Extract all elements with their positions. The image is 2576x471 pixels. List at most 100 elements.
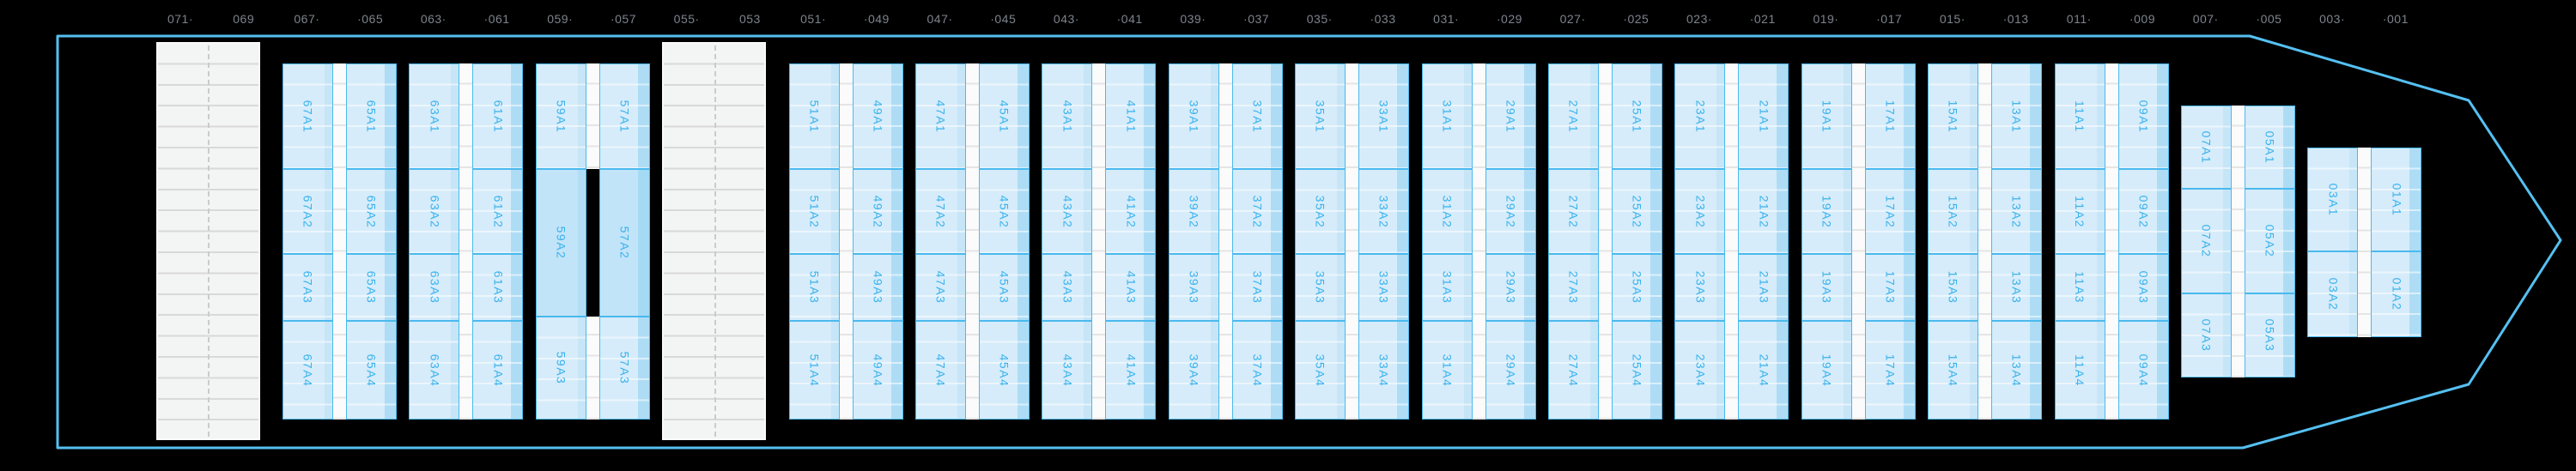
cell-51a3[interactable]: 51A3: [788, 254, 840, 321]
cell-07a2[interactable]: 07A2: [2181, 189, 2232, 293]
cell-21a4[interactable]: 21A4: [1738, 321, 1789, 420]
cell-41a4[interactable]: 41A4: [1105, 321, 1157, 420]
cell-37a4[interactable]: 37A4: [1231, 321, 1283, 420]
cell-31a1[interactable]: 31A1: [1421, 63, 1473, 169]
cell-19a3[interactable]: 19A3: [1801, 254, 1852, 321]
cell-51a2[interactable]: 51A2: [788, 169, 840, 254]
cell-17a4[interactable]: 17A4: [1864, 321, 1916, 420]
cell-63a2[interactable]: 63A2: [409, 169, 460, 254]
cell-11a1[interactable]: 11A1: [2054, 63, 2105, 169]
cell-47a1[interactable]: 47A1: [915, 63, 966, 169]
cell-31a3[interactable]: 31A3: [1421, 254, 1473, 321]
cell-33a4[interactable]: 33A4: [1358, 321, 1410, 420]
cell-09a4[interactable]: 09A4: [2117, 321, 2169, 420]
cell-35a2[interactable]: 35A2: [1295, 169, 1346, 254]
cell-29a2[interactable]: 29A2: [1485, 169, 1536, 254]
cell-01a2[interactable]: 01A2: [2371, 251, 2422, 337]
cell-15a4[interactable]: 15A4: [1928, 321, 1979, 420]
cell-17a1[interactable]: 17A1: [1864, 63, 1916, 169]
cell-39a4[interactable]: 39A4: [1168, 321, 1219, 420]
cell-19a2[interactable]: 19A2: [1801, 169, 1852, 254]
cell-65a3[interactable]: 65A3: [346, 254, 397, 321]
cell-27a2[interactable]: 27A2: [1548, 169, 1599, 254]
cell-45a1[interactable]: 45A1: [979, 63, 1030, 169]
cell-33a2[interactable]: 33A2: [1358, 169, 1410, 254]
cell-39a3[interactable]: 39A3: [1168, 254, 1219, 321]
cell-59a3[interactable]: 59A3: [535, 317, 586, 420]
cell-43a2[interactable]: 43A2: [1042, 169, 1093, 254]
cell-51a4[interactable]: 51A4: [788, 321, 840, 420]
cell-33a1[interactable]: 33A1: [1358, 63, 1410, 169]
cell-11a4[interactable]: 11A4: [2054, 321, 2105, 420]
cell-37a1[interactable]: 37A1: [1231, 63, 1283, 169]
cell-13a4[interactable]: 13A4: [1991, 321, 2043, 420]
cell-47a4[interactable]: 47A4: [915, 321, 966, 420]
cell-31a4[interactable]: 31A4: [1421, 321, 1473, 420]
cell-25a2[interactable]: 25A2: [1612, 169, 1662, 254]
cell-27a4[interactable]: 27A4: [1548, 321, 1599, 420]
cell-23a1[interactable]: 23A1: [1674, 63, 1726, 169]
cell-29a1[interactable]: 29A1: [1485, 63, 1536, 169]
cell-65a1[interactable]: 65A1: [346, 63, 397, 169]
cell-23a3[interactable]: 23A3: [1674, 254, 1726, 321]
cell-25a3[interactable]: 25A3: [1612, 254, 1662, 321]
cell-61a2[interactable]: 61A2: [472, 169, 524, 254]
cell-41a3[interactable]: 41A3: [1105, 254, 1157, 321]
cell-03a1[interactable]: 03A1: [2307, 148, 2359, 251]
cell-39a2[interactable]: 39A2: [1168, 169, 1219, 254]
cell-23a4[interactable]: 23A4: [1674, 321, 1726, 420]
cell-39a1[interactable]: 39A1: [1168, 63, 1219, 169]
cell-45a3[interactable]: 45A3: [979, 254, 1030, 321]
cell-25a1[interactable]: 25A1: [1612, 63, 1662, 169]
cell-49a3[interactable]: 49A3: [852, 254, 903, 321]
cell-41a2[interactable]: 41A2: [1105, 169, 1157, 254]
cell-21a2[interactable]: 21A2: [1738, 169, 1789, 254]
cell-63a4[interactable]: 63A4: [409, 321, 460, 420]
cell-61a1[interactable]: 61A1: [472, 63, 524, 169]
cell-15a1[interactable]: 15A1: [1928, 63, 1979, 169]
cell-13a1[interactable]: 13A1: [1991, 63, 2043, 169]
cell-19a4[interactable]: 19A4: [1801, 321, 1852, 420]
cell-57a3[interactable]: 57A3: [598, 317, 650, 420]
cell-07a3[interactable]: 07A3: [2181, 293, 2232, 377]
cell-11a3[interactable]: 11A3: [2054, 254, 2105, 321]
cell-37a2[interactable]: 37A2: [1231, 169, 1283, 254]
cell-67a4[interactable]: 67A4: [283, 321, 333, 420]
cell-27a3[interactable]: 27A3: [1548, 254, 1599, 321]
cell-11a2[interactable]: 11A2: [2054, 169, 2105, 254]
cell-57a2[interactable]: 57A2: [598, 169, 650, 317]
cell-49a1[interactable]: 49A1: [852, 63, 903, 169]
cell-43a4[interactable]: 43A4: [1042, 321, 1093, 420]
cell-35a1[interactable]: 35A1: [1295, 63, 1346, 169]
cell-17a3[interactable]: 17A3: [1864, 254, 1916, 321]
cell-67a1[interactable]: 67A1: [283, 63, 333, 169]
cell-67a3[interactable]: 67A3: [283, 254, 333, 321]
cell-49a2[interactable]: 49A2: [852, 169, 903, 254]
cell-61a4[interactable]: 61A4: [472, 321, 524, 420]
cell-45a4[interactable]: 45A4: [979, 321, 1030, 420]
cell-61a3[interactable]: 61A3: [472, 254, 524, 321]
cell-41a1[interactable]: 41A1: [1105, 63, 1157, 169]
cell-27a1[interactable]: 27A1: [1548, 63, 1599, 169]
cell-19a1[interactable]: 19A1: [1801, 63, 1852, 169]
cell-33a3[interactable]: 33A3: [1358, 254, 1410, 321]
cell-47a3[interactable]: 47A3: [915, 254, 966, 321]
cell-15a3[interactable]: 15A3: [1928, 254, 1979, 321]
cell-21a3[interactable]: 21A3: [1738, 254, 1789, 321]
cell-43a1[interactable]: 43A1: [1042, 63, 1093, 169]
cell-59a1[interactable]: 59A1: [535, 63, 586, 169]
cell-51a1[interactable]: 51A1: [788, 63, 840, 169]
cell-13a2[interactable]: 13A2: [1991, 169, 2043, 254]
cell-63a1[interactable]: 63A1: [409, 63, 460, 169]
cell-25a4[interactable]: 25A4: [1612, 321, 1662, 420]
cell-67a2[interactable]: 67A2: [283, 169, 333, 254]
cell-15a2[interactable]: 15A2: [1928, 169, 1979, 254]
cell-31a2[interactable]: 31A2: [1421, 169, 1473, 254]
cell-05a1[interactable]: 05A1: [2245, 106, 2295, 189]
cell-57a1[interactable]: 57A1: [598, 63, 650, 169]
cell-43a3[interactable]: 43A3: [1042, 254, 1093, 321]
cell-17a2[interactable]: 17A2: [1864, 169, 1916, 254]
cell-21a1[interactable]: 21A1: [1738, 63, 1789, 169]
cell-07a1[interactable]: 07A1: [2181, 106, 2232, 189]
cell-49a4[interactable]: 49A4: [852, 321, 903, 420]
